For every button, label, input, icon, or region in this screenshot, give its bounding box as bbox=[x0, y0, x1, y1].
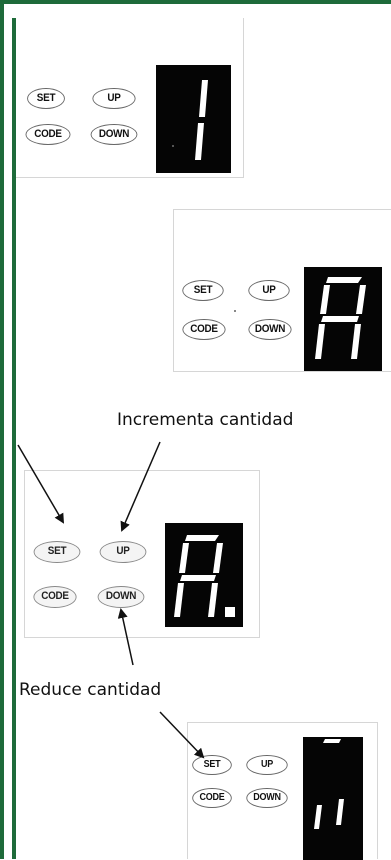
down-button[interactable]: DOWN bbox=[97, 586, 145, 608]
separator-dot bbox=[234, 310, 236, 312]
set-button[interactable]: SET bbox=[182, 280, 224, 301]
digit-one-glyph bbox=[172, 80, 208, 160]
down-button[interactable]: DOWN bbox=[248, 319, 292, 340]
seven-segment-display: A. bbox=[165, 523, 243, 627]
down-button[interactable]: DOWN bbox=[246, 788, 288, 808]
up-button[interactable]: UP bbox=[246, 755, 288, 775]
up-button[interactable]: UP bbox=[248, 280, 290, 301]
decrease-caption: Reduce cantidad bbox=[19, 680, 162, 700]
control-panel-3: SET UP CODE DOWN A. bbox=[24, 470, 260, 638]
control-panel-4: SET UP CODE DOWN 11 bbox=[187, 722, 378, 860]
control-panel-1: SET UP CODE DOWN 1 bbox=[16, 18, 244, 178]
digits-eleven-glyph bbox=[314, 739, 344, 829]
up-button[interactable]: UP bbox=[99, 541, 147, 563]
code-button[interactable]: CODE bbox=[25, 124, 71, 145]
set-button[interactable]: SET bbox=[33, 541, 81, 563]
code-button[interactable]: CODE bbox=[182, 319, 226, 340]
increase-caption: Incrementa cantidad bbox=[117, 410, 294, 430]
set-button[interactable]: SET bbox=[192, 755, 232, 775]
seven-segment-display: 1 bbox=[156, 65, 231, 173]
down-button[interactable]: DOWN bbox=[90, 124, 138, 145]
letter-a-glyph bbox=[315, 277, 366, 359]
frame-inner-border bbox=[12, 18, 16, 859]
seven-segment-display: A bbox=[304, 267, 382, 371]
seven-segment-display: 11 bbox=[303, 737, 363, 860]
code-button[interactable]: CODE bbox=[192, 788, 232, 808]
set-button[interactable]: SET bbox=[27, 88, 65, 109]
control-panel-2: SET UP CODE DOWN A bbox=[173, 209, 391, 372]
up-button[interactable]: UP bbox=[92, 88, 136, 109]
letter-a-dot-glyph bbox=[174, 535, 235, 617]
code-button[interactable]: CODE bbox=[33, 586, 77, 608]
